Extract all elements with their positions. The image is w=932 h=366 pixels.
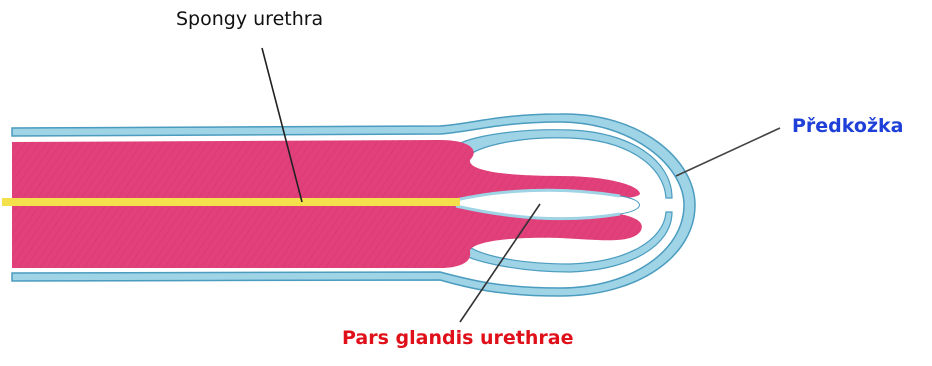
callout-line-predkozka xyxy=(676,128,780,176)
urethra-line xyxy=(2,198,460,206)
label-spongy-urethra: Spongy urethra xyxy=(176,8,323,30)
label-predkozka: Předkožka xyxy=(792,115,903,137)
label-pars-glandis-urethrae: Pars glandis urethrae xyxy=(342,327,574,349)
